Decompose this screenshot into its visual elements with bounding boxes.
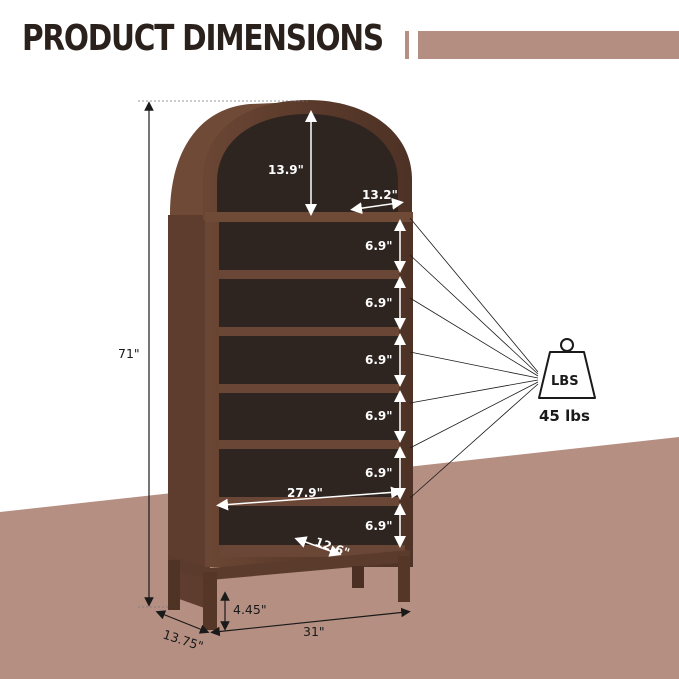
shelf-depth-arrow <box>294 536 342 557</box>
shelf <box>219 270 399 279</box>
shelf-width-arrow <box>216 486 403 511</box>
side-arch <box>170 102 300 215</box>
leg-height-label: 4.45" <box>233 602 267 617</box>
leg-back-left <box>168 560 180 610</box>
shelf-spacing-label: 6.9" <box>365 239 393 253</box>
depth-arrow <box>155 610 210 634</box>
title-divider <box>405 31 409 59</box>
weight-lines <box>409 217 539 499</box>
shelf-spacing-label: 6.9" <box>365 409 393 423</box>
width-label: 31" <box>303 624 325 639</box>
shelf-spacing-label: 6.9" <box>365 466 393 480</box>
leg-front-right <box>398 556 410 602</box>
height-label: 71" <box>118 346 140 361</box>
arch-height-label: 13.9" <box>268 163 304 177</box>
leg-front-left <box>203 572 217 630</box>
arch-depth-arrow <box>350 197 404 215</box>
top-shelf <box>205 212 413 222</box>
weight-icon <box>538 338 596 399</box>
shelf <box>219 440 399 449</box>
side-panel <box>168 215 210 610</box>
shelf <box>219 384 399 393</box>
page-title: PRODUCT DIMENSIONS <box>22 18 384 59</box>
shelf-spacing-label: 6.9" <box>365 519 393 533</box>
width-arrow <box>210 607 411 637</box>
arch-depth-label: 13.2" <box>362 188 398 202</box>
shelf <box>219 327 399 336</box>
shelf-spacing-label: 6.9" <box>365 296 393 310</box>
plinth <box>168 550 410 580</box>
weight-unit-label: LBS <box>551 374 579 389</box>
leg-back-right <box>352 566 364 588</box>
title-accent-bar <box>418 31 679 59</box>
weight-capacity-label: 45 lbs <box>539 407 590 425</box>
shelf-width-label: 27.9" <box>287 486 323 500</box>
shelf-spacing-label: 6.9" <box>365 353 393 367</box>
